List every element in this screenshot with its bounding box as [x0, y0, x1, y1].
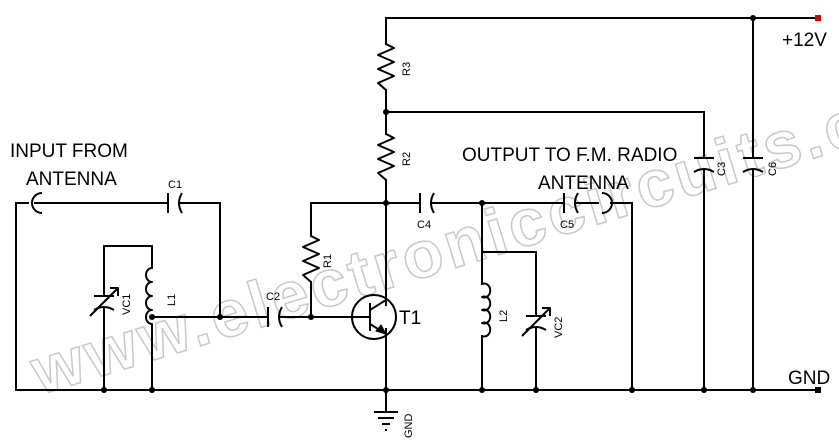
label-r1: R1	[322, 254, 334, 268]
label-gnd-symbol: GND	[403, 414, 415, 439]
inductor-l2	[481, 282, 492, 338]
label-t1: T1	[399, 308, 421, 329]
resistor-r1	[302, 235, 320, 283]
supply-label: +12V	[782, 30, 827, 51]
ground-label: GND	[788, 368, 830, 389]
capacitor-c6	[742, 157, 764, 173]
output-label-line1: OUTPUT TO F.M. RADIO	[462, 145, 677, 166]
wires	[15, 17, 819, 413]
inductor-l1	[145, 267, 153, 330]
resistor-r2	[377, 133, 395, 181]
label-c2: C2	[266, 291, 280, 303]
label-l1: L1	[166, 294, 178, 306]
capacitor-c4	[419, 192, 435, 214]
label-vc2: VC2	[553, 317, 565, 338]
variable-capacitor-vc1	[89, 287, 119, 317]
label-r2: R2	[401, 152, 413, 166]
ground-symbol	[374, 411, 398, 431]
ground-terminal	[815, 387, 821, 393]
label-c5: C5	[560, 219, 574, 231]
capacitor-c3	[693, 157, 715, 173]
label-c3: C3	[716, 162, 728, 176]
transistor-t1	[351, 294, 397, 340]
input-label-line1: INPUT FROM	[10, 141, 128, 162]
capacitor-c5	[563, 192, 579, 214]
capacitor-c1	[167, 192, 183, 214]
output-label-line2: ANTENNA	[538, 173, 629, 194]
capacitor-c2	[267, 306, 283, 328]
output-antenna-connector	[601, 192, 613, 214]
label-c1: C1	[168, 179, 182, 191]
junction-dots	[101, 15, 756, 393]
label-c4: C4	[417, 219, 431, 231]
input-label-line2: ANTENNA	[26, 169, 117, 190]
resistor-r3	[377, 43, 395, 91]
input-antenna-connector	[31, 192, 43, 214]
label-l2: L2	[498, 310, 510, 322]
variable-capacitor-vc2	[521, 307, 551, 337]
label-vc1: VC1	[121, 294, 133, 315]
supply-terminal	[815, 15, 821, 21]
label-r3: R3	[401, 62, 413, 76]
label-c6: C6	[767, 162, 779, 176]
